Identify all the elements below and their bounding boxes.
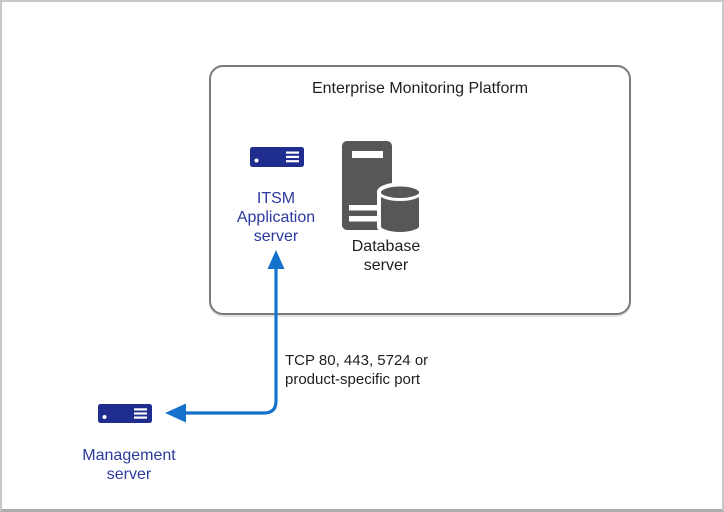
management-server-label: Management server — [82, 447, 176, 483]
database-server-icon — [342, 141, 423, 236]
enterprise-monitoring-platform-box: Enterprise Monitoring Platform — [209, 65, 631, 315]
management-server-icon — [98, 404, 152, 423]
connection-port-label: TCP 80, 443, 5724 or product-specific po… — [285, 352, 429, 388]
database-server-label: Database server — [351, 238, 421, 274]
itsm-server-icon — [250, 147, 304, 167]
itsm-application-server-label: ITSM Application server — [236, 190, 316, 245]
platform-title: Enterprise Monitoring Platform — [311, 80, 529, 97]
